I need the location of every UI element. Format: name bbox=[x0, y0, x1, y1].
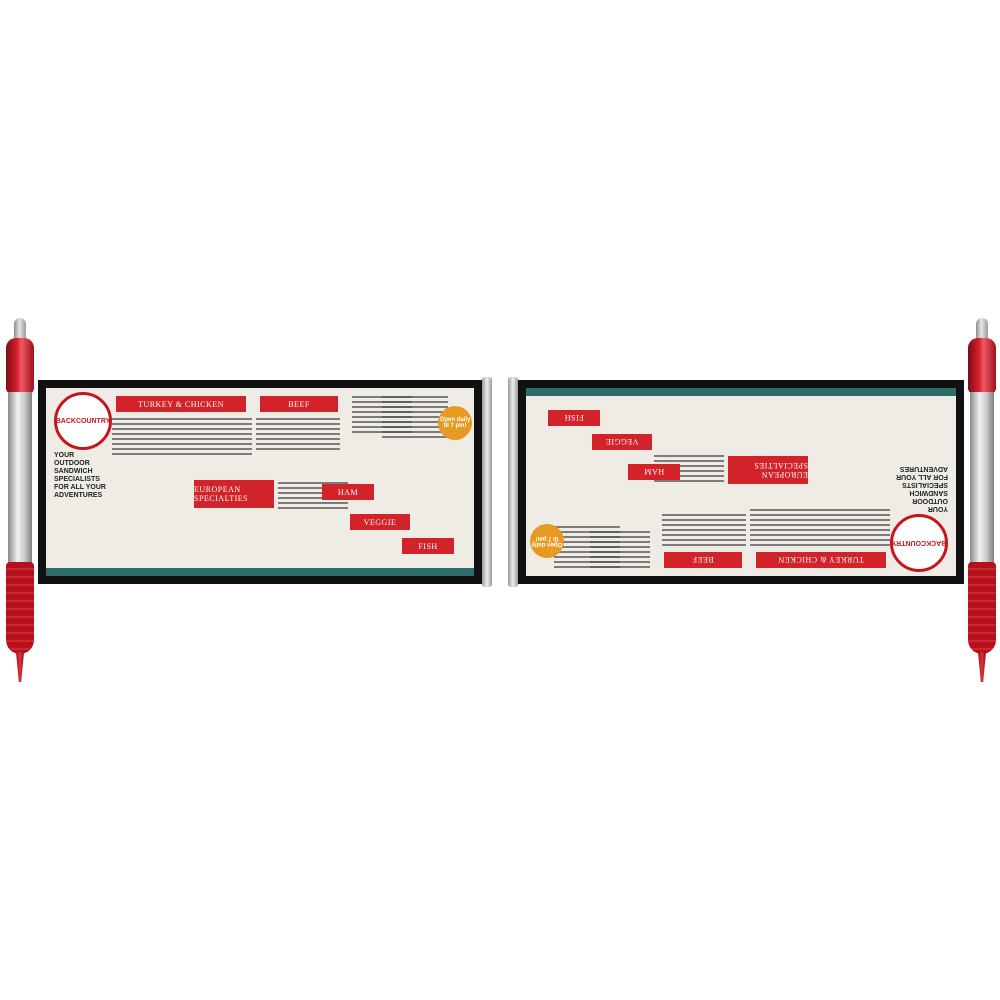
menu-panel: BACKCOUNTRY YOUR OUTDOOR SANDWICH SPECIA… bbox=[526, 388, 956, 576]
hours-badge: Open daily til 7 pm! bbox=[530, 524, 564, 558]
menu-text bbox=[750, 506, 890, 546]
menu-text bbox=[256, 418, 340, 453]
brand-logo: BACKCOUNTRY bbox=[54, 392, 112, 450]
category-ham: HAM bbox=[628, 464, 680, 480]
right-banner-end-roller bbox=[508, 377, 518, 587]
menu-panel: BACKCOUNTRY YOUR OUTDOOR SANDWICH SPECIA… bbox=[46, 388, 474, 576]
category-veggie: VEGGIE bbox=[350, 514, 410, 530]
pen-nib bbox=[16, 652, 24, 682]
menu-text bbox=[112, 418, 252, 458]
category-turkey-chicken: TURKEY & CHICKEN bbox=[756, 552, 886, 568]
category-european-specialties: EUROPEAN SPECIALTIES bbox=[728, 456, 808, 484]
website-strip bbox=[46, 568, 474, 576]
category-fish: FISH bbox=[548, 410, 600, 426]
category-ham: HAM bbox=[322, 484, 374, 500]
pen-silver-barrel bbox=[8, 392, 32, 564]
category-beef: BEEF bbox=[664, 552, 742, 568]
pen-nib bbox=[978, 652, 986, 682]
hours-badge: Open daily til 7 pm! bbox=[438, 406, 472, 440]
category-fish: FISH bbox=[402, 538, 454, 554]
left-banner-end-roller bbox=[482, 377, 492, 587]
menu-text bbox=[662, 511, 746, 546]
website-strip bbox=[526, 388, 956, 396]
pen-grip bbox=[968, 562, 996, 654]
pen-grip bbox=[6, 562, 34, 654]
category-turkey-chicken: TURKEY & CHICKEN bbox=[116, 396, 246, 412]
category-european-specialties: EUROPEAN SPECIALTIES bbox=[194, 480, 274, 508]
left-pull-out-banner[interactable]: BACKCOUNTRY YOUR OUTDOOR SANDWICH SPECIA… bbox=[38, 380, 482, 584]
pen-red-clip bbox=[6, 338, 34, 394]
menu-text bbox=[382, 396, 448, 441]
brand-logo: BACKCOUNTRY bbox=[890, 514, 948, 572]
pen-top-cap bbox=[14, 318, 26, 342]
right-pull-out-banner[interactable]: BACKCOUNTRY YOUR OUTDOOR SANDWICH SPECIA… bbox=[518, 380, 964, 584]
category-beef: BEEF bbox=[260, 396, 338, 412]
tagline: YOUR OUTDOOR SANDWICH SPECIALISTS FOR AL… bbox=[54, 452, 106, 500]
tagline: YOUR OUTDOOR SANDWICH SPECIALISTS FOR AL… bbox=[896, 464, 948, 512]
pen-red-clip bbox=[968, 338, 996, 394]
pen-silver-barrel bbox=[970, 392, 994, 564]
menu-text bbox=[278, 482, 348, 512]
category-veggie: VEGGIE bbox=[592, 434, 652, 450]
pen-top-cap bbox=[976, 318, 988, 342]
